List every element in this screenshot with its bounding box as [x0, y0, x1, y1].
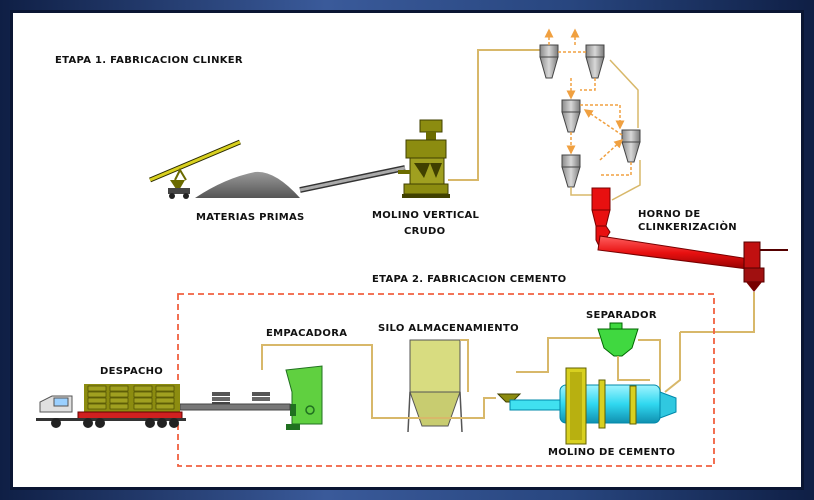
preheater-cyclone-tower	[539, 28, 641, 201]
flow-kiln-to-cement-mill	[680, 292, 755, 333]
raw-materials-pile	[195, 171, 300, 198]
dispatch-label: DESPACHO	[100, 366, 163, 377]
flow-mill-to-silo-to-packer	[261, 344, 496, 419]
storage-silo-label: SILO ALMACENAMIENTO	[378, 323, 519, 334]
cement-ball-mill	[496, 367, 677, 445]
kiln-label-2: CLINKERIZACIÒN	[638, 220, 737, 233]
flow-mill-to-preheater	[448, 49, 540, 181]
dispatch-truck	[36, 384, 186, 428]
vertical-mill-label-2: CRUDO	[404, 226, 445, 237]
rotary-kiln	[591, 187, 788, 292]
cement-mill-label: MOLINO DE CEMENTO	[548, 447, 675, 458]
vertical-raw-mill	[398, 119, 450, 198]
stage2-boundary	[177, 293, 715, 467]
stage1-title: ETAPA 1. FABRICACION CLINKER	[55, 55, 243, 66]
flow-separator-to-mill-feed	[516, 337, 600, 373]
bag-conveyor	[179, 392, 291, 411]
kiln-label-1: HORNO DE	[638, 209, 700, 220]
raw-materials-label: MATERIAS PRIMAS	[196, 212, 305, 223]
separator-label: SEPARADOR	[586, 310, 657, 321]
packer	[285, 365, 323, 430]
stage2-title: ETAPA 2. FABRICACION CEMENTO	[372, 274, 566, 285]
separator	[597, 322, 639, 357]
raw-materials-stacker	[149, 139, 241, 199]
packer-label: EMPACADORA	[266, 328, 347, 339]
vertical-mill-label-1: MOLINO VERTICAL	[372, 210, 480, 221]
